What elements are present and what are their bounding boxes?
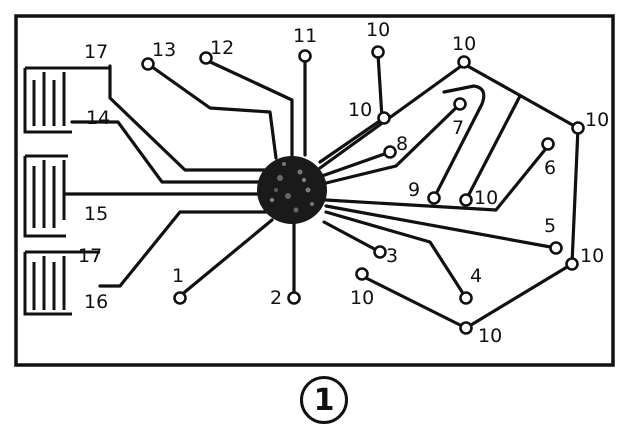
wire-traces: [64, 52, 580, 330]
label-pad-8: 8: [396, 133, 408, 155]
pad-10-mid: [377, 111, 391, 125]
label-pad-10-lower: 10: [350, 287, 374, 309]
label-electrode-16: 16: [84, 291, 108, 313]
label-pad-10-right: 10: [585, 109, 609, 131]
label-pad-10-inner: 10: [474, 187, 498, 209]
pad-1: [173, 291, 187, 305]
wire-electrode-17-bottom: [98, 210, 268, 288]
pad-2: [287, 291, 301, 305]
wire-pad-8: [320, 150, 392, 178]
label-pad-5: 5: [544, 215, 556, 237]
figure-number-label: 1: [300, 376, 348, 424]
central-chip: [257, 156, 327, 224]
label-pad-11: 11: [293, 25, 317, 47]
wire-pad-7: [320, 102, 462, 186]
pad-6: [541, 137, 555, 151]
label-pad-13: 13: [152, 39, 176, 61]
pad-13: [141, 57, 155, 71]
label-pad-10-mid: 10: [348, 99, 372, 121]
label-pad-7: 7: [452, 117, 464, 139]
label-pad-4: 4: [470, 265, 482, 287]
label-pad-9: 9: [408, 179, 420, 201]
pad-10-upper-right: [457, 55, 471, 69]
wire-pad-10-ring: [318, 62, 580, 330]
wire-pad-6: [324, 144, 550, 212]
wire-electrode-14: [70, 120, 270, 184]
pad-10-bottom: [459, 321, 473, 335]
wire-pad-9: [432, 84, 486, 200]
label-pad-10-bottom: 10: [478, 325, 502, 347]
pad-4: [459, 291, 473, 305]
label-pad-2: 2: [270, 287, 282, 309]
label-pad-10-top: 10: [366, 19, 390, 41]
wire-pad-10-top: [376, 52, 384, 120]
pad-5: [549, 241, 563, 255]
comb-electrode-15: [23, 154, 68, 238]
label-electrode-14: 14: [86, 107, 110, 129]
pad-3: [373, 245, 387, 259]
pad-8: [383, 145, 397, 159]
label-pad-12: 12: [210, 37, 234, 59]
label-electrode-17-bottom: 17: [78, 245, 102, 267]
label-electrode-15: 15: [84, 203, 108, 225]
comb-electrode-14: [23, 66, 110, 134]
pad-10-right: [571, 121, 585, 135]
pad-7: [453, 97, 467, 111]
wire-pad-3: [322, 220, 382, 254]
label-pad-3: 3: [386, 245, 398, 267]
wire-pad-10-mid: [318, 116, 386, 164]
pad-11: [298, 49, 312, 63]
labels: 1 2 3 4 5 6 7 8 9 11 12 13 10 10 10 10 1…: [78, 19, 609, 347]
pad-10-top: [371, 45, 385, 59]
board-frame: [14, 14, 615, 367]
pad-10-lower-right: [565, 257, 579, 271]
pad-9: [427, 191, 441, 205]
wire-pad-10-branch: [464, 94, 522, 202]
pad-10-inner: [459, 193, 473, 207]
label-pad-10-upper-right: 10: [452, 33, 476, 55]
wire-pad-4: [324, 210, 468, 300]
label-pad-6: 6: [544, 157, 556, 179]
wire-pad-1: [178, 218, 274, 298]
pad-10-lower: [355, 267, 369, 281]
pad-12: [199, 51, 213, 65]
wire-pad-5: [324, 204, 558, 250]
label-pad-10-lower-right: 10: [580, 245, 604, 267]
label-pad-1: 1: [172, 265, 184, 287]
wire-pad-13: [146, 62, 278, 160]
pads: [141, 45, 585, 335]
wire-pad-12: [204, 58, 294, 158]
label-electrode-17-top: 17: [84, 41, 108, 63]
wire-electrode-17-top: [108, 64, 272, 172]
comb-electrode-16: [23, 250, 100, 316]
